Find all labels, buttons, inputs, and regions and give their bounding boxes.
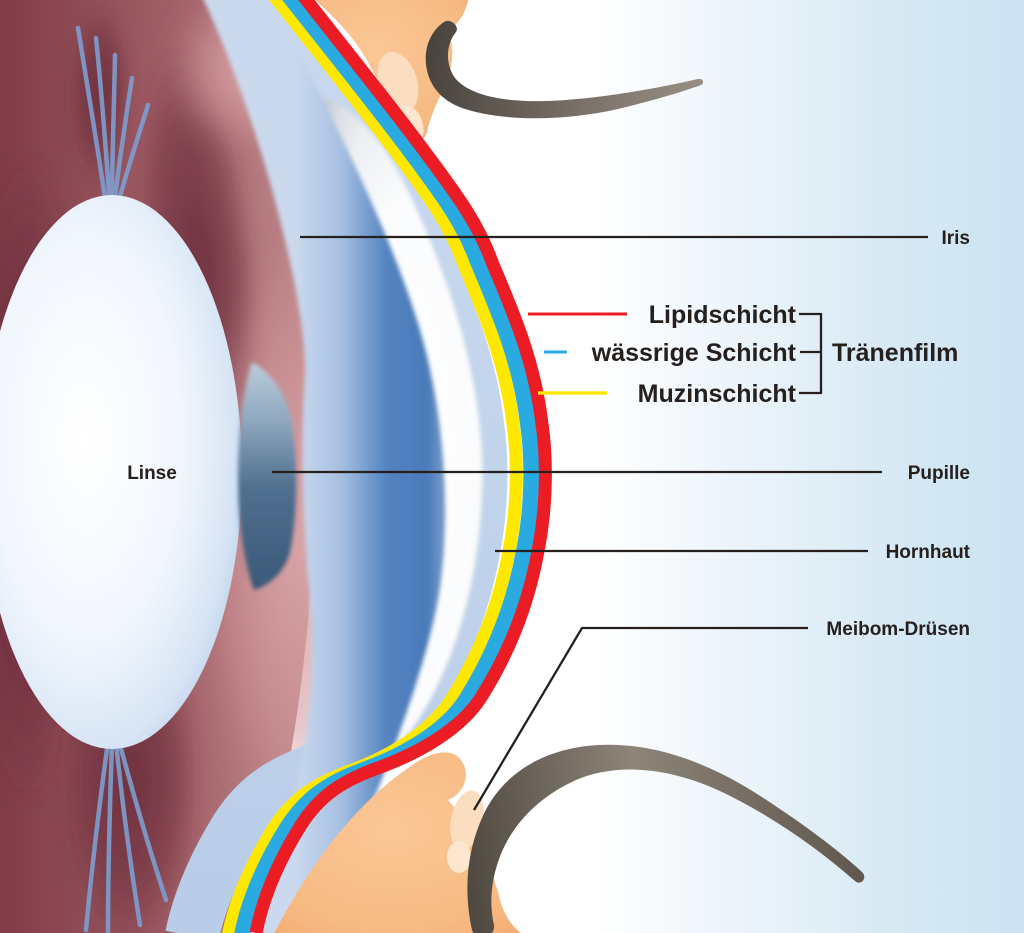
meibomian-leader-line (473, 626, 808, 811)
meibomian-gland-lower (447, 841, 471, 873)
lower-eyelid (274, 752, 521, 933)
meibomian-gland-lower (450, 790, 484, 850)
pupil-label: Pupille (908, 463, 970, 484)
tearfilm-bracket (799, 312, 823, 395)
tear-film-lipid-layer (249, 0, 552, 933)
cornea-label: Hornhaut (886, 542, 971, 563)
lens-shape (0, 195, 242, 749)
pupil-shape (238, 362, 297, 590)
upper-eyelash (425, 20, 704, 119)
tear-film-mucin-layer (222, 0, 523, 933)
lipid-label: Lipidschicht (649, 301, 797, 329)
lens-label: Linse (127, 463, 177, 484)
mucin-label: Muzinschicht (638, 380, 797, 408)
iris-shape (203, 0, 446, 933)
meibomian-label: Meibom-Drüsen (826, 619, 970, 640)
tearfilm-label: Tränenfilm (832, 339, 958, 367)
zonule-fibers (75, 25, 169, 933)
iris-label: Iris (941, 228, 970, 249)
aqueous-label: wässrige Schicht (591, 339, 797, 367)
tear-film-aqueous-layer (234, 0, 540, 933)
